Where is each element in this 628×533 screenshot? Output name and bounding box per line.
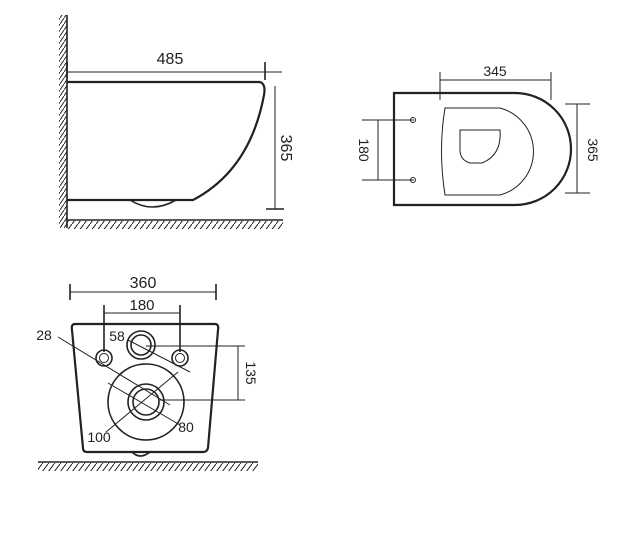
water-area bbox=[459, 129, 501, 164]
leader-line-100 bbox=[105, 371, 179, 433]
wall-hatch bbox=[59, 15, 67, 228]
bowl-profile bbox=[67, 80, 266, 202]
outlet-pipe-inner bbox=[132, 388, 160, 416]
floor-hatch bbox=[67, 221, 283, 229]
bolt-spacing-label: 180 bbox=[129, 297, 154, 314]
floor-hatch bbox=[38, 463, 258, 471]
hole-spacing-label: 180 bbox=[356, 138, 372, 162]
outlet-pipe bbox=[127, 383, 165, 421]
seat-opening bbox=[441, 107, 534, 196]
bottom-bulge bbox=[131, 451, 151, 457]
leader-line-80 bbox=[107, 382, 181, 426]
bolt-hole-label: 28 bbox=[36, 327, 52, 343]
outlet-outer-ring bbox=[107, 363, 185, 441]
height-label: 365 bbox=[585, 138, 601, 162]
bolt-hole-right-inner bbox=[175, 353, 185, 363]
length-label: 485 bbox=[157, 51, 184, 68]
water-inlet-label: 58 bbox=[109, 328, 125, 344]
inlet-outlet-distance-label: 135 bbox=[243, 361, 259, 385]
overall-width-label: 360 bbox=[130, 275, 157, 292]
water-inlet-inner bbox=[130, 334, 152, 356]
height-label: 365 bbox=[277, 135, 294, 162]
leader-line-58 bbox=[127, 339, 191, 373]
top-view: 345 180 365 bbox=[356, 63, 601, 207]
water-inlet bbox=[126, 330, 156, 360]
bowl-back-outline bbox=[70, 322, 220, 454]
bowl-outline bbox=[392, 91, 573, 207]
bowl-bottom-bulge bbox=[129, 199, 177, 208]
bolt-hole-left bbox=[95, 349, 113, 367]
bolt-hole-right bbox=[171, 349, 189, 367]
side-view: 485 365 bbox=[59, 15, 294, 229]
bolt-hole-left-inner bbox=[99, 353, 109, 363]
outlet-inner-label: 80 bbox=[178, 419, 194, 435]
outlet-outer-label: 100 bbox=[87, 429, 111, 445]
width-label: 345 bbox=[483, 63, 507, 79]
front-view: 360 180 28 58 100 80 135 bbox=[36, 275, 259, 471]
